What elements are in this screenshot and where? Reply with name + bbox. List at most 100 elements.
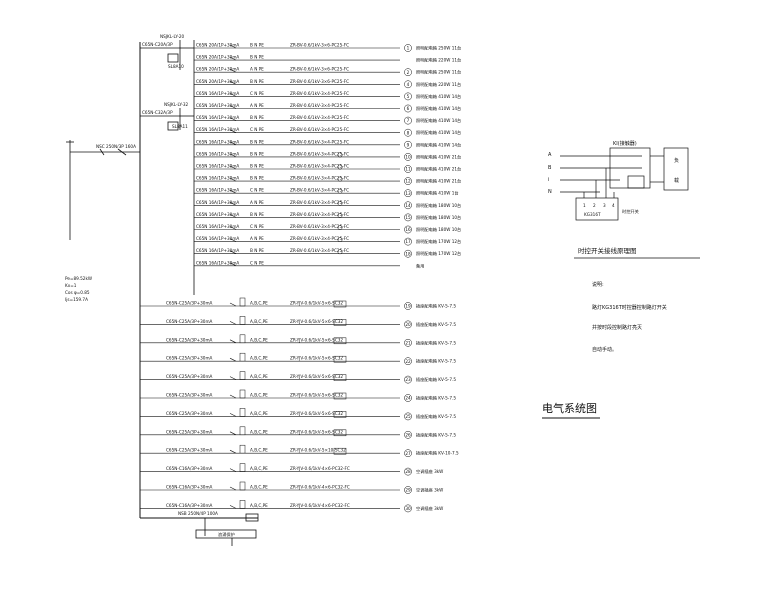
breaker-symbol bbox=[229, 505, 237, 509]
circuit-load-label: 插座配电箱 KV-5-7.5 bbox=[416, 321, 456, 328]
circuit-number-circle bbox=[404, 201, 412, 210]
socket-box bbox=[333, 392, 347, 400]
circuit-breaker-label: C65N 16A/1P+30mA bbox=[196, 260, 239, 265]
time-switch-title: 时控开关接线原理图 bbox=[578, 246, 637, 255]
circuit-number: 13 bbox=[405, 191, 411, 196]
circuit-number: 4 bbox=[407, 82, 410, 87]
circuit-load-label: 照明配电箱 410W 14台 bbox=[416, 105, 461, 112]
breaker-symbol bbox=[229, 226, 237, 230]
rcd-symbol bbox=[239, 334, 246, 344]
circuit-cable-label: ZR-BV-0.6/1kV-3×4-PC25-FC bbox=[290, 176, 349, 181]
circuit-phase-label: B N PE bbox=[250, 115, 264, 120]
circuit-phase-label: A,B,C,PE bbox=[250, 503, 268, 508]
circuit-breaker-label: C65N-C25A/3P+30mA bbox=[166, 374, 213, 379]
socket-box bbox=[333, 429, 347, 437]
circuit-load-label: 照明配电箱 410W 21台 bbox=[416, 153, 461, 160]
sub-feeder-2-breaker: C65N-C32A/3P bbox=[142, 110, 173, 115]
main-busbar bbox=[139, 42, 258, 519]
circuit-breaker-label: C65N 16A/1P+30mA bbox=[196, 103, 239, 108]
circuit-cable-label: ZR-BV-0.6/1kV-3×4-PC25-FC bbox=[290, 139, 349, 144]
circuit-number: 10 bbox=[405, 155, 411, 160]
circuit-number-circle bbox=[404, 68, 412, 77]
breaker-symbol bbox=[229, 93, 237, 97]
breaker-symbol bbox=[229, 81, 237, 85]
main-breaker-label: NSC 250N/3P 160A bbox=[96, 144, 136, 149]
line-label-i: i bbox=[548, 177, 549, 183]
terminal-1: 1 bbox=[583, 203, 586, 208]
breaker-symbol bbox=[229, 394, 237, 399]
line-label-b: B bbox=[548, 165, 552, 171]
circuit-cable-label: ZR-BV-0.6/1kV-3×4-PC25-FC bbox=[290, 200, 349, 205]
circuit-number: 11 bbox=[405, 167, 411, 172]
circuit-number-circle bbox=[404, 128, 412, 137]
circuit-cable-label: ZR-BV-0.6/1kV-3×4-PC25-FC bbox=[290, 127, 349, 132]
circuit-load-label: 照明配电箱 250W 11台 bbox=[416, 45, 461, 52]
circuit-breaker-label: C65N-C25A/3P+30mA bbox=[166, 319, 213, 324]
breaker-symbol bbox=[229, 413, 237, 417]
circuit-number-circle bbox=[404, 116, 412, 125]
circuit-breaker-label: C65N 16A/1P+30mA bbox=[196, 127, 239, 132]
circuit-phase-label: A N PE bbox=[250, 103, 264, 108]
circuit-number-circle bbox=[404, 153, 412, 161]
circuit-phase-label: A,B,C,PE bbox=[250, 337, 268, 342]
circuit-number-circle bbox=[404, 504, 412, 513]
circuit-cable-label: ZR-BV-0.6/1kV-3×4-PC25-FC bbox=[290, 212, 349, 217]
breaker-symbol bbox=[229, 68, 237, 73]
load-parameters: Pe=89.52kW Kx=1 Cos φ=0.85 Ijs=159.7A bbox=[65, 276, 92, 302]
breaker-symbol bbox=[229, 262, 237, 267]
rcd-symbol bbox=[239, 316, 246, 325]
circuit-number-circle bbox=[404, 320, 412, 329]
circuit-cable-label: ZR-BV-0.6/1kV-3×4-PC25-FC bbox=[290, 151, 349, 156]
circuit-breaker-label: C65N 16A/1P+30mA bbox=[196, 212, 239, 217]
circuit-load-label: 照明配电箱 410W 14台 bbox=[416, 141, 461, 148]
param-cos: Cos φ=0.85 bbox=[65, 290, 90, 295]
breaker-symbol bbox=[229, 165, 237, 170]
circuit-number: 22 bbox=[405, 359, 411, 364]
circuit-cable-label: ZR-BV-0.6/1kV-3×4-PC25-FC bbox=[290, 164, 349, 169]
socket-box bbox=[333, 447, 347, 455]
circuit-load-label: 照明配电箱 410W 14台 bbox=[416, 129, 461, 136]
breaker-symbol bbox=[229, 302, 237, 307]
circuit-cable-label: ZR-YJV-0.6/1kV-5×10-SC32 bbox=[290, 448, 346, 453]
circuit-breaker-label: C65N-C25A/3P+30mA bbox=[166, 393, 213, 398]
circuit-breaker-label: C65N 16A/1P+30mA bbox=[196, 151, 239, 156]
circuit-number-circle bbox=[404, 104, 412, 113]
circuit-number-circle bbox=[404, 430, 412, 439]
socket-box bbox=[333, 337, 347, 345]
ballast-symbol bbox=[337, 152, 343, 158]
breaker-symbol bbox=[229, 449, 237, 454]
time-switch-label: 时控开关 bbox=[622, 208, 639, 215]
circuit-number-circle bbox=[404, 213, 412, 222]
line-label-n: N bbox=[548, 189, 552, 195]
circuit-number-circle bbox=[404, 189, 412, 198]
circuit-number-circle bbox=[404, 412, 412, 421]
circuit-load-label: 照明配电箱 180W 10台 bbox=[416, 214, 461, 221]
circuit-phase-label: B N PE bbox=[250, 55, 264, 60]
circuit-cable-label: ZR-BV-0.6/1kV-3×6-PC25-FC bbox=[290, 67, 349, 72]
circuit-number-circle bbox=[404, 177, 412, 185]
circuit-phase-label: A,B,C,PE bbox=[250, 429, 268, 434]
sub-feeder-branches bbox=[140, 40, 195, 295]
circuit-number-circle bbox=[404, 375, 412, 384]
circuit-phase-label: A,B,C,PE bbox=[250, 448, 268, 453]
circuit-load-label: 空调插座 3kW bbox=[416, 487, 443, 494]
circuit-number: 28 bbox=[405, 469, 411, 474]
circuit-cable-label: ZR-YJV-0.6/1kV-4×6-PC32-FC bbox=[290, 503, 350, 508]
time-switch-diagram bbox=[560, 147, 700, 259]
circuit-number: 5 bbox=[407, 94, 410, 99]
terminal-3: 3 bbox=[603, 203, 606, 208]
circuit-cable-label: ZR-BV-0.6/1kV-3×4-PC25-FC bbox=[290, 103, 349, 108]
circuit-number: 14 bbox=[405, 203, 411, 208]
circuit-number: 21 bbox=[405, 340, 411, 345]
